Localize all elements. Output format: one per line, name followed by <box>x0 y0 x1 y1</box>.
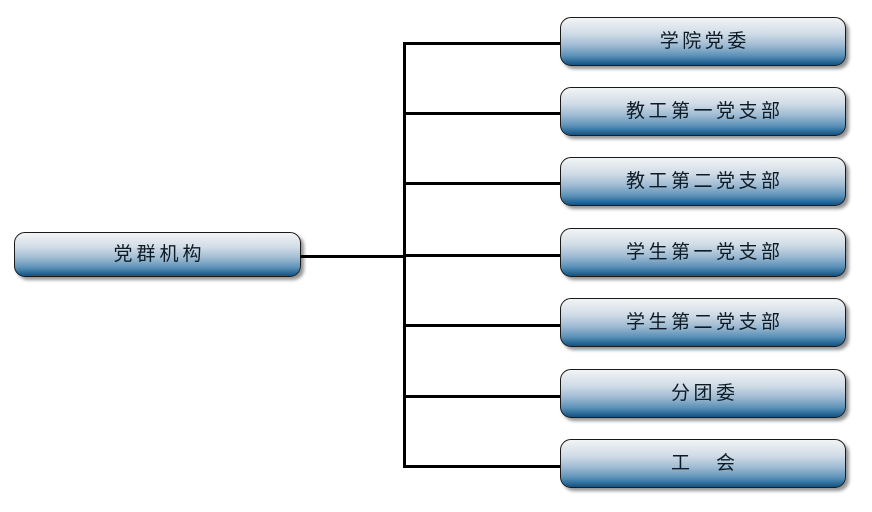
org-node-child-3-label: 教工第二党支部 <box>625 170 784 192</box>
org-node-root[interactable]: 党群机构 <box>14 232 301 277</box>
connector-branch-2 <box>403 112 561 115</box>
org-node-child-7-label: 工 会 <box>670 452 739 474</box>
connector-branch-4 <box>403 254 561 257</box>
connector-branch-7 <box>403 465 561 468</box>
connector-branch-3 <box>403 182 561 185</box>
org-node-child-7[interactable]: 工 会 <box>560 439 846 488</box>
org-node-root-label: 党群机构 <box>113 243 206 265</box>
org-node-child-1[interactable]: 学院党委 <box>560 17 846 66</box>
connector-branch-6 <box>403 395 561 398</box>
org-node-child-6-label: 分团委 <box>670 382 739 404</box>
org-node-child-3[interactable]: 教工第二党支部 <box>560 157 846 206</box>
org-node-child-1-label: 学院党委 <box>659 30 750 52</box>
org-node-child-6[interactable]: 分团委 <box>560 369 846 418</box>
org-node-child-4[interactable]: 学生第一党支部 <box>560 228 846 277</box>
org-node-child-5[interactable]: 学生第二党支部 <box>560 298 846 347</box>
org-node-child-2[interactable]: 教工第一党支部 <box>560 87 846 136</box>
org-node-child-5-label: 学生第二党支部 <box>625 311 784 333</box>
org-node-child-4-label: 学生第一党支部 <box>625 241 784 263</box>
connector-branch-1 <box>403 42 561 45</box>
connector-branch-5 <box>403 324 561 327</box>
org-node-child-2-label: 教工第一党支部 <box>625 100 784 122</box>
connector-root-to-trunk <box>300 255 406 258</box>
